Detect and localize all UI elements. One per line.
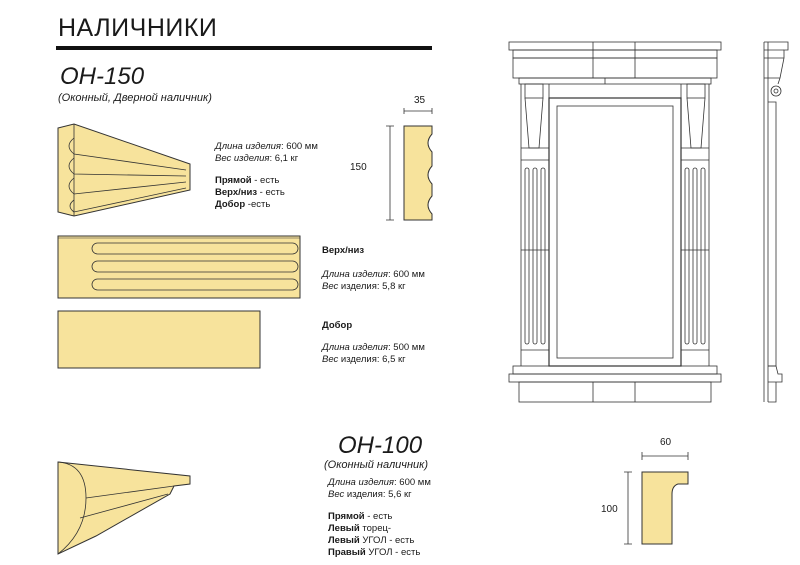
on150-weight-value: : 6,1 кг [269, 153, 299, 164]
on100-weight-value: изделия: 5,6 кг [344, 489, 412, 500]
on150-top-bottom-drawing [57, 235, 301, 299]
on100-avail-3-status: УГОЛ - есть [365, 547, 421, 558]
on100-height-dimension: 100 [601, 504, 618, 515]
on150-width-dimension: 35 [414, 95, 426, 106]
on150-avail-1-name: Верх/низ [215, 187, 258, 198]
on150-avail-2-status: -есть [245, 199, 271, 210]
on150-avail-2-name: Добор [215, 199, 246, 210]
extension-length-label: Длина изделия [322, 342, 389, 353]
on100-model-name: ОН-100 [338, 432, 423, 459]
on150-height-dimension: 150 [350, 162, 367, 173]
window-side-profile-drawing [763, 41, 789, 403]
on100-width-dimension: 60 [660, 437, 672, 448]
on150-extension-specs: Добор Длина изделия: 500 мм Вес изделия:… [322, 320, 425, 366]
on100-cross-section-drawing [624, 452, 689, 545]
window-elevation-drawing [508, 41, 722, 403]
extension-weight-label: Вес [322, 354, 339, 365]
top-bottom-weight-value: изделия: 5,8 кг [338, 281, 406, 292]
on150-weight-label: Вес изделия [215, 153, 270, 164]
on150-avail-0-status: - есть [251, 175, 280, 186]
on150-top-bottom-specs: Верх/низ Длина изделия: 600 мм Вес издел… [322, 245, 425, 293]
top-bottom-weight-label: Вес [322, 281, 339, 292]
on100-avail-0-name: Прямой [328, 511, 365, 522]
on150-avail-1-status: - есть [257, 187, 285, 198]
top-bottom-length-value: : 600 мм [388, 269, 425, 280]
on150-length-value: : 600 мм [281, 141, 318, 152]
on150-length-label: Длина изделия [215, 141, 282, 152]
on100-avail-2-name: Левый [328, 535, 360, 546]
on100-length-label: Длина изделия [328, 477, 395, 488]
on150-main-specs: Длина изделия: 600 мм Вес изделия: 6,1 к… [215, 141, 318, 211]
on150-cross-section-drawing [386, 108, 433, 221]
on100-avail-1-status: торец- [359, 523, 392, 534]
page-title: НАЛИЧНИКИ [58, 14, 218, 42]
on150-extension-drawing [57, 310, 261, 369]
on150-straight-profile-drawing [57, 123, 191, 217]
on100-avail-1-name: Левый [328, 523, 360, 534]
on100-length-value: : 600 мм [394, 477, 431, 488]
on100-profile-drawing [57, 461, 191, 555]
on150-subtitle: (Оконный, Дверной наличник) [58, 92, 212, 104]
top-bottom-length-label: Длина изделия [322, 269, 389, 280]
on100-avail-0-status: - есть [364, 511, 393, 522]
on150-model-name: ОН-150 [60, 63, 145, 90]
on100-avail-3-name: Правый [328, 547, 366, 558]
on100-avail-2-status: УГОЛ - есть [359, 535, 415, 546]
extension-length-value: : 500 мм [388, 342, 425, 353]
extension-weight-value: изделия: 6,5 кг [338, 354, 406, 365]
top-bottom-heading: Верх/низ [322, 245, 365, 256]
extension-heading: Добор [322, 320, 353, 331]
on100-specs: Длина изделия: 600 мм Вес изделия: 5,6 к… [328, 477, 431, 559]
on150-avail-0-name: Прямой [215, 175, 252, 186]
on100-weight-label: Вес [328, 489, 345, 500]
title-underline [56, 46, 432, 50]
on100-subtitle: (Оконный наличник) [324, 459, 428, 471]
